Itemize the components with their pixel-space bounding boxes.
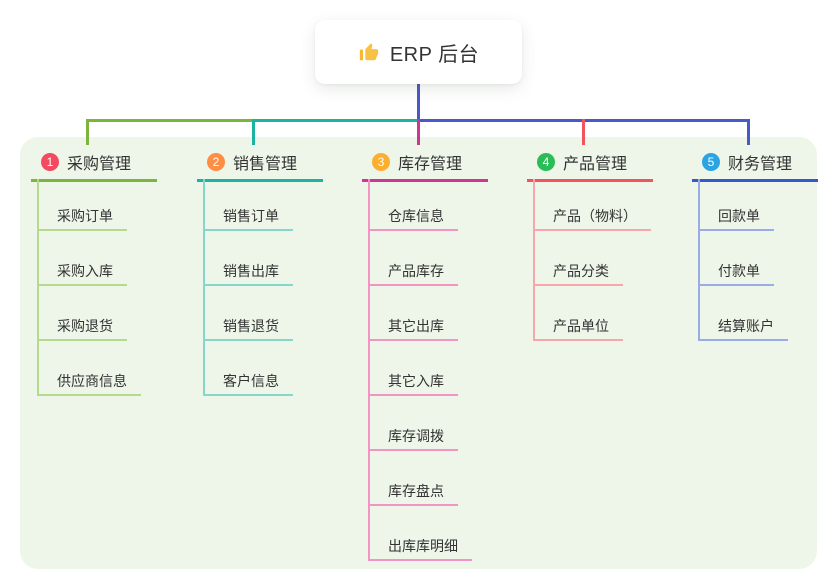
- node-sales-outbound[interactable]: 销售出库: [203, 261, 293, 286]
- node-other-inbound[interactable]: 其它入库: [368, 371, 458, 396]
- node-stock-count[interactable]: 库存盘点: [368, 481, 458, 506]
- node-purchase-inbound[interactable]: 采购入库: [37, 261, 127, 286]
- node-label: 产品单位: [553, 318, 609, 334]
- branch-node-sales[interactable]: 2 销售管理: [197, 150, 323, 182]
- node-receipt-bill[interactable]: 回款单: [698, 206, 774, 231]
- branch-4-badge: 4: [537, 153, 555, 171]
- branch-node-procurement[interactable]: 1 采购管理: [31, 150, 157, 182]
- node-inout-detail[interactable]: 出库库明细: [368, 536, 472, 561]
- node-label: 客户信息: [223, 373, 279, 389]
- node-label: 其它入库: [388, 373, 444, 389]
- branch-1-child-connector: [37, 179, 39, 396]
- connector-drop-branch-4: [582, 119, 585, 145]
- branch-node-label: 产品管理: [563, 156, 628, 173]
- branch-5-badge: 5: [702, 153, 720, 171]
- branch-node-label: 采购管理: [67, 156, 132, 173]
- node-label: 付款单: [718, 263, 760, 279]
- node-label: 结算账户: [718, 318, 774, 334]
- node-label: 库存调拨: [388, 428, 444, 444]
- branch-4-child-connector: [533, 179, 535, 341]
- connector-bus-mid-teal: [252, 119, 419, 122]
- node-label: 采购退货: [57, 318, 113, 334]
- node-label: 采购入库: [57, 263, 113, 279]
- node-label: 销售出库: [223, 263, 279, 279]
- node-label: 出库库明细: [388, 538, 458, 554]
- node-settlement-account[interactable]: 结算账户: [698, 316, 788, 341]
- root-node[interactable]: ERP 后台: [315, 20, 522, 84]
- node-label: 产品分类: [553, 263, 609, 279]
- branch-3-child-connector: [368, 179, 370, 561]
- node-label: 库存盘点: [388, 483, 444, 499]
- node-label: 采购订单: [57, 208, 113, 224]
- branch-node-finance[interactable]: 5 财务管理: [692, 150, 818, 182]
- branch-2-child-connector: [203, 179, 205, 396]
- connector-drop-branch-1: [86, 119, 89, 145]
- branches-panel: [20, 137, 817, 569]
- node-sales-return[interactable]: 销售退货: [203, 316, 293, 341]
- branch-node-product[interactable]: 4 产品管理: [527, 150, 653, 182]
- node-payment-bill[interactable]: 付款单: [698, 261, 774, 286]
- node-purchase-return[interactable]: 采购退货: [37, 316, 127, 341]
- node-label: 产品（物料）: [553, 208, 637, 224]
- branch-node-label: 销售管理: [233, 156, 298, 173]
- connector-drop-branch-2: [252, 119, 255, 145]
- node-other-outbound[interactable]: 其它出库: [368, 316, 458, 341]
- node-label: 销售退货: [223, 318, 279, 334]
- node-customer-info[interactable]: 客户信息: [203, 371, 293, 396]
- node-label: 销售订单: [223, 208, 279, 224]
- node-label: 回款单: [718, 208, 760, 224]
- node-label: 其它出库: [388, 318, 444, 334]
- node-purchase-order[interactable]: 采购订单: [37, 206, 127, 231]
- connector-drop-branch-3: [417, 119, 420, 145]
- node-warehouse-info[interactable]: 仓库信息: [368, 206, 458, 231]
- root-node-label: ERP 后台: [389, 43, 480, 66]
- node-product-stock[interactable]: 产品库存: [368, 261, 458, 286]
- branch-3-badge: 3: [372, 153, 390, 171]
- thumbs-up-icon: [358, 41, 380, 63]
- branch-2-badge: 2: [207, 153, 225, 171]
- node-product-material[interactable]: 产品（物料）: [533, 206, 651, 231]
- branch-node-label: 库存管理: [398, 156, 463, 173]
- branch-node-inventory[interactable]: 3 库存管理: [362, 150, 488, 182]
- node-stock-transfer[interactable]: 库存调拨: [368, 426, 458, 451]
- connector-drop-branch-5: [747, 119, 750, 145]
- node-product-category[interactable]: 产品分类: [533, 261, 623, 286]
- node-label: 产品库存: [388, 263, 444, 279]
- node-label: 仓库信息: [388, 208, 444, 224]
- connector-root-drop: [417, 84, 420, 120]
- node-label: 供应商信息: [57, 373, 127, 389]
- node-sales-order[interactable]: 销售订单: [203, 206, 293, 231]
- branch-1-badge: 1: [41, 153, 59, 171]
- node-product-unit[interactable]: 产品单位: [533, 316, 623, 341]
- branch-5-child-connector: [698, 179, 700, 341]
- branch-node-label: 财务管理: [728, 156, 793, 173]
- node-supplier-info[interactable]: 供应商信息: [37, 371, 141, 396]
